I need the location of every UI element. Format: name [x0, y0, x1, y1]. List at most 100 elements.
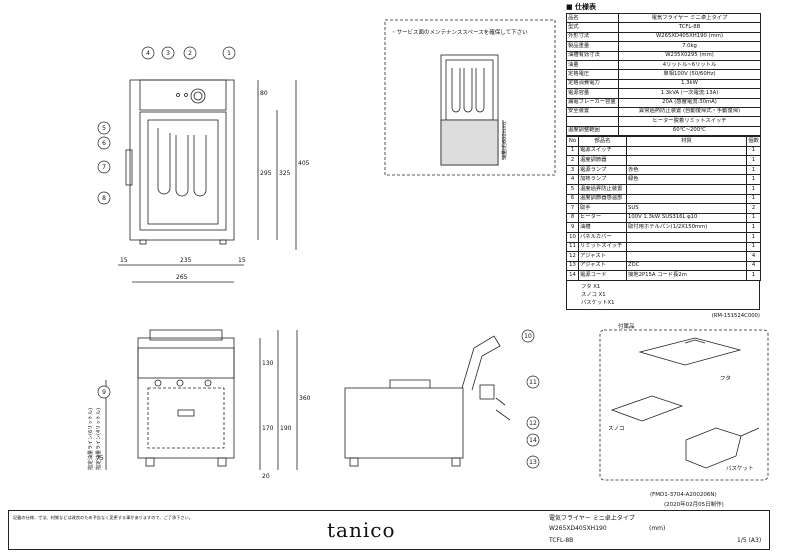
bom-cell: 2	[746, 203, 761, 214]
bom-header-cell: 材質	[626, 136, 747, 147]
accessory-item: スノコ X1	[581, 291, 606, 298]
marker-5: 5	[102, 125, 106, 132]
accessories-title: 付属品	[618, 322, 635, 330]
bom-cell	[626, 241, 747, 253]
spec-key: 油槽有効寸法	[566, 50, 619, 61]
bom-cell: リミットスイッチ	[578, 241, 627, 253]
bom-cell: 油槽	[578, 222, 627, 233]
bom-cell: 1	[566, 145, 579, 157]
spec-value: 1.3kVA (一次電流:13A)	[618, 88, 761, 99]
spec-title: ■ 仕様表	[566, 3, 597, 11]
oil-line-6l: 指定油量ライン(6リットル)	[87, 408, 94, 470]
callouts	[97, 46, 540, 469]
bom-cell: 9	[566, 222, 579, 233]
bom-cell: 6	[566, 193, 579, 205]
brand-logo: tanico	[327, 518, 396, 542]
bom-cell: 温度調節器感温部	[578, 193, 627, 205]
bom-cell: 4	[746, 260, 761, 272]
accessory-item: フタ X1	[581, 283, 601, 290]
oil-line-4l: 指定油量ライン(4リットル)	[95, 408, 102, 470]
bom-cell: 1	[746, 174, 761, 186]
bom-cell: 取手	[578, 203, 627, 214]
side-view	[344, 335, 511, 467]
bom-cell: 赤色	[626, 164, 747, 176]
spec-key: 品名	[566, 12, 619, 24]
spec-key: 定格電圧	[566, 69, 619, 80]
product-model: TCFL-8B	[549, 537, 574, 544]
bom-cell: 1	[746, 145, 761, 157]
acc-basket-label: バスケット	[726, 465, 754, 472]
bom-cell: 電源コード	[578, 270, 627, 281]
marker-14: 14	[529, 437, 537, 444]
front-view-2	[105, 329, 298, 470]
spec-value: W235X0295 (mm)	[618, 50, 761, 61]
bom-cell: 電源ランプ	[578, 164, 627, 176]
bom-cell: 接地2P15A コード長2m	[626, 270, 747, 281]
bom-cell: 1	[746, 241, 761, 253]
bom-cell: 緑色	[626, 174, 747, 186]
spec-value: 単相100V (50/60Hz)	[618, 69, 761, 80]
bom-cell: 4	[566, 174, 579, 186]
caution-text: 記載の仕様、寸法、材質などは改良のため予告なく変更する事がありますので、ご了承下…	[13, 515, 193, 520]
spec-value: 60℃~200℃	[618, 125, 761, 137]
service-note: ・サービス面のメンテナンススペースを確保して下さい	[391, 28, 528, 36]
bom-cell: 加熱ランプ	[578, 174, 627, 186]
bom-cell: アジャスト	[578, 251, 627, 262]
marker-10: 10	[524, 333, 532, 340]
doc-note-2: (2020年02月05日制作)	[664, 502, 724, 508]
bom-cell: 5	[566, 184, 579, 195]
oil-level-label: 油量(約600mm)	[501, 122, 508, 160]
spec-key: 電源容量	[566, 88, 619, 99]
bom-header-cell: 部品名	[578, 136, 627, 147]
bom-ref: (RM-151524C000)	[711, 312, 760, 319]
bom-cell: 4	[746, 251, 761, 262]
accessory-item: バスケットX1	[581, 299, 615, 306]
bom-cell	[626, 251, 747, 262]
front-view	[118, 79, 297, 283]
marker-1: 1	[227, 50, 231, 57]
bom-cell	[626, 232, 747, 243]
dim-170: 170	[262, 425, 274, 432]
spec-value: ヒーター脱着リミットスイッチ	[618, 116, 761, 127]
dim-405: 405	[298, 160, 310, 167]
bom-cell: 1	[746, 212, 761, 224]
doc-note-1: (FMD1-3704-A200206N)	[650, 492, 717, 498]
bom-cell: 取付用ホテルパン(1/2X150mm)	[626, 222, 747, 233]
product-size: W265XD405XH190	[549, 525, 607, 532]
product-name: 電気フライヤー ミニ卓上タイプ	[549, 515, 635, 522]
marker-13: 13	[529, 459, 537, 466]
top-view	[384, 19, 556, 176]
spec-key: 型式	[566, 22, 619, 33]
bom-cell	[626, 155, 747, 166]
bom-cell	[626, 145, 747, 157]
bom-cell: 3	[566, 164, 579, 176]
dim-295: 295	[260, 170, 272, 177]
dim-235: 235	[180, 257, 192, 264]
acc-rack-label: スノコ	[608, 425, 625, 432]
accessories-view	[599, 329, 769, 481]
spec-key: 外形寸法	[566, 31, 619, 43]
spec-value: 4リットル~6リットル	[618, 59, 761, 71]
spec-value: 1.3kW	[618, 78, 761, 90]
bom-cell: 1	[746, 222, 761, 233]
spec-value: 7.0kg	[618, 41, 761, 52]
bom-cell: 1	[746, 193, 761, 205]
spec-key: 油量	[566, 59, 619, 71]
marker-4: 4	[146, 50, 150, 57]
bom-cell: SUS	[626, 203, 747, 214]
